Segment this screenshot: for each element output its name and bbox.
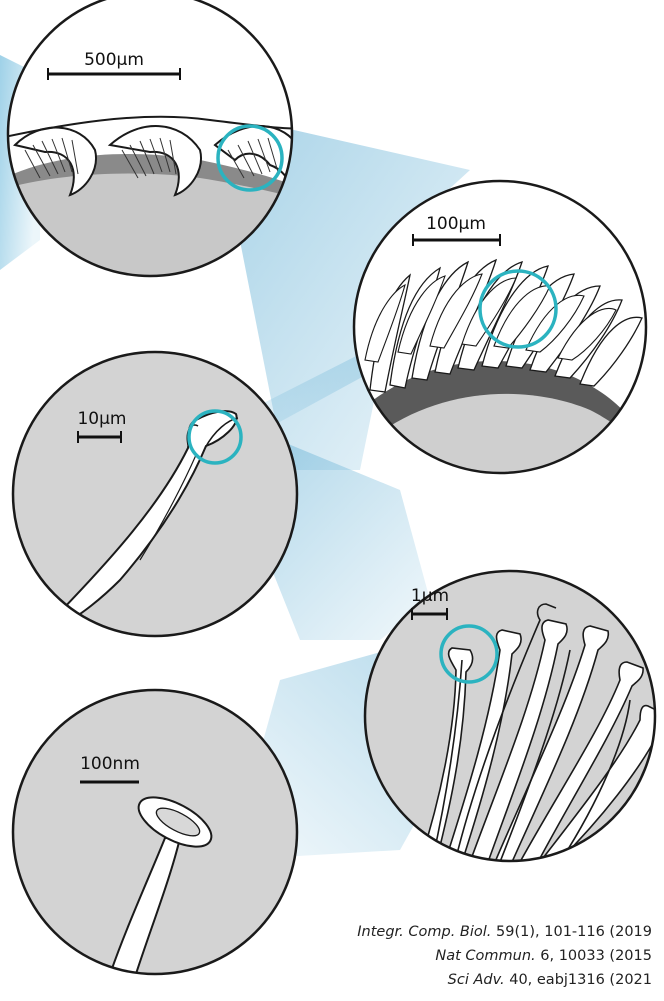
references: Integr. Comp. Biol. 59(1), 101-116 (2019…	[357, 920, 652, 992]
reference-line: Nat Commun. 6, 10033 (2015	[357, 944, 652, 968]
scale-label: 100nm	[80, 754, 140, 774]
panel-spatula-tip: 100nm	[13, 690, 297, 980]
scale-label: 100μm	[426, 214, 486, 234]
panel-setae-array: 100μm	[350, 181, 650, 480]
reference-line: Sci Adv. 40, eabj1316 (2021	[357, 968, 652, 992]
panel-spatula-branches: 1μm	[365, 571, 660, 862]
scale-label: 10μm	[77, 409, 126, 429]
panel-single-seta: 10μm	[13, 352, 297, 636]
reference-line: Integr. Comp. Biol. 59(1), 101-116 (2019	[357, 920, 652, 944]
scale-label: 500μm	[84, 50, 144, 70]
scale-label: 1μm	[411, 586, 449, 606]
